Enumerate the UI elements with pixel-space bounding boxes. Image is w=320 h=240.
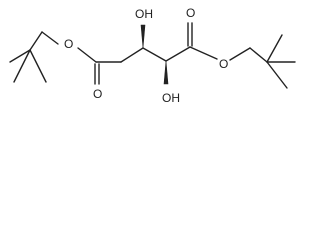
bond xyxy=(266,61,288,89)
bond xyxy=(189,46,218,60)
atom-label-hydroxyl-bottom: OH xyxy=(162,91,180,105)
atom-label-carbonyl-oxygen-left: O xyxy=(93,87,102,101)
bond xyxy=(29,49,47,83)
bond xyxy=(266,34,283,63)
bond xyxy=(41,31,59,45)
atom-label-ester-oxygen-right: O xyxy=(219,57,228,71)
bond xyxy=(77,47,97,63)
wedge-bond xyxy=(140,24,146,49)
bond xyxy=(9,49,31,63)
chemical-structure: O O OH O O OH xyxy=(9,6,296,105)
bond xyxy=(13,49,31,83)
bond xyxy=(29,31,43,51)
bond xyxy=(142,47,167,62)
wedge-bond xyxy=(163,60,169,85)
bond xyxy=(120,47,144,63)
atom-label-carbonyl-oxygen-right: O xyxy=(186,6,195,20)
atom-label-ester-oxygen-left: O xyxy=(64,37,73,51)
atom-label-hydroxyl-top: OH xyxy=(135,7,153,21)
bond xyxy=(249,47,268,63)
structure-canvas: O O OH O O OH xyxy=(0,0,320,118)
bond xyxy=(165,46,191,62)
bond xyxy=(229,47,251,61)
